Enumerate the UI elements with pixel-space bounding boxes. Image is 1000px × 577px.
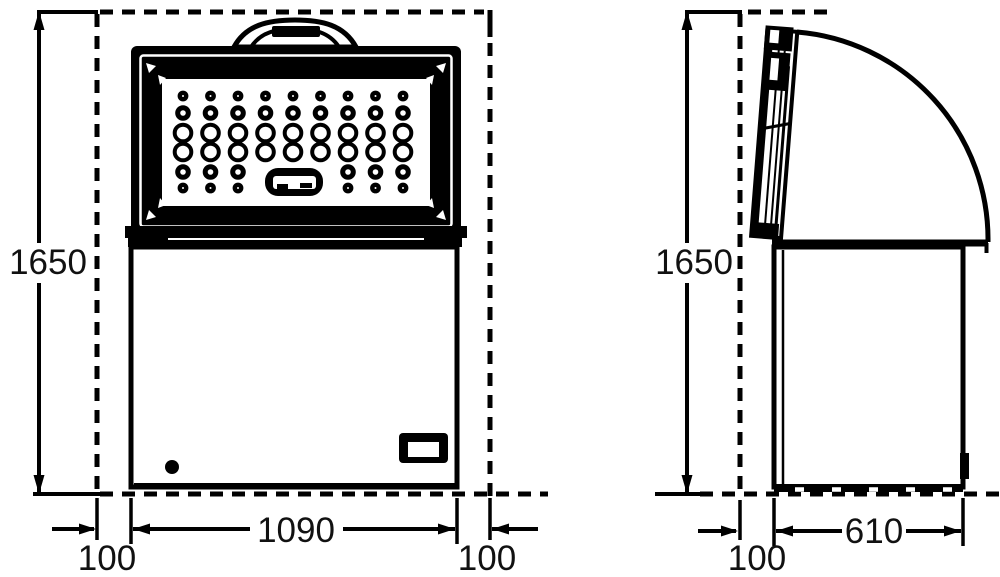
lid-hole [227, 141, 249, 163]
lid-hole [177, 182, 189, 194]
lid-hole [282, 122, 304, 144]
front-clearance-envelope [94, 9, 493, 497]
compressor-tab [960, 453, 969, 479]
lid-hole [172, 141, 194, 163]
front-view: 1650 [9, 9, 548, 577]
lid-bottom-edge [125, 226, 467, 238]
lid-hole [230, 105, 246, 121]
lid-hole [370, 182, 381, 194]
door-lock-icon [165, 460, 179, 474]
lid-hole [392, 122, 414, 144]
front-height-label: 1650 [9, 243, 87, 282]
lid-hole [367, 105, 384, 121]
side-rear-clearance-dimension: 100 [698, 525, 786, 577]
front-cabinet-body [128, 244, 460, 490]
front-width-label: 1090 [257, 511, 335, 550]
side-open-lid [748, 25, 800, 241]
lid-hole [232, 182, 244, 194]
lid-hole-grid [172, 90, 414, 194]
lid-hole [342, 182, 354, 194]
lid-hole [342, 90, 354, 102]
lid-hole [397, 90, 409, 102]
lid-hole [230, 164, 246, 180]
handle-grip [272, 26, 320, 37]
lid-hole [282, 141, 304, 163]
brand-badge [399, 433, 448, 463]
lid-hole [200, 141, 221, 163]
arrow-up-icon [681, 11, 693, 30]
lid-hole [367, 164, 384, 180]
lid-hole [227, 122, 249, 144]
front-right-clearance-dimension: 100 [458, 523, 538, 577]
arrow-down-icon [33, 475, 45, 494]
front-open-lid [125, 46, 467, 247]
lid-hole [232, 90, 244, 102]
arrow-up-icon [33, 11, 45, 30]
side-rear-clearance-label: 100 [728, 539, 786, 577]
lid-hole [337, 122, 359, 144]
lid-swing-arc [796, 29, 991, 243]
lid-hole [365, 122, 386, 144]
lid-hole [205, 90, 216, 102]
lid-hole [257, 105, 274, 121]
lid-latch [265, 168, 323, 196]
lid-hole [312, 105, 329, 121]
lid-hole [260, 90, 271, 102]
front-height-dimension: 1650 [9, 10, 98, 494]
side-depth-label: 610 [845, 512, 903, 551]
front-left-clearance-label: 100 [78, 539, 136, 577]
lid-hole [365, 141, 386, 163]
side-clearance-lines [737, 9, 836, 497]
lid-hole [337, 141, 359, 163]
lid-hole [310, 122, 331, 144]
front-bottom-dimensions: 100 1090 100 [52, 498, 538, 577]
side-cabinet-body [771, 239, 989, 492]
lid-hole [287, 90, 299, 102]
side-view: 1650 [655, 9, 1000, 577]
lid-hinge-strip [128, 238, 462, 247]
lid-hole [255, 122, 276, 144]
side-depth-dimension: 610 [776, 512, 961, 551]
front-left-clearance-dimension: 100 [52, 523, 136, 577]
lid-hole [340, 164, 356, 180]
lid-hole [370, 90, 381, 102]
lid-hole [340, 105, 356, 121]
lid-hole [205, 182, 216, 194]
lid-hole [392, 141, 414, 163]
lid-hole [315, 90, 326, 102]
lid-hole [395, 105, 411, 121]
lid-hinge-foot [751, 221, 780, 239]
lid-hole [202, 105, 219, 121]
lid-hole [255, 141, 276, 163]
lid-hole [202, 164, 219, 180]
lid-hole [175, 105, 191, 121]
lid-hole [172, 122, 194, 144]
lid-hole [395, 164, 411, 180]
lid-handle [229, 17, 361, 50]
side-bottom-dimensions: 100 610 [698, 498, 965, 577]
lid-hole [175, 164, 191, 180]
side-height-dimension: 1650 [655, 10, 742, 494]
side-height-label: 1650 [655, 243, 733, 282]
lid-hole [285, 105, 301, 121]
front-right-clearance-label: 100 [458, 539, 516, 577]
lid-hole [177, 90, 189, 102]
arrow-down-icon [681, 475, 693, 494]
lid-hole [310, 141, 331, 163]
front-width-dimension: 1090 [133, 511, 455, 550]
lid-hole [397, 182, 409, 194]
lid-corner-marks [146, 63, 446, 220]
lid-hole [200, 122, 221, 144]
